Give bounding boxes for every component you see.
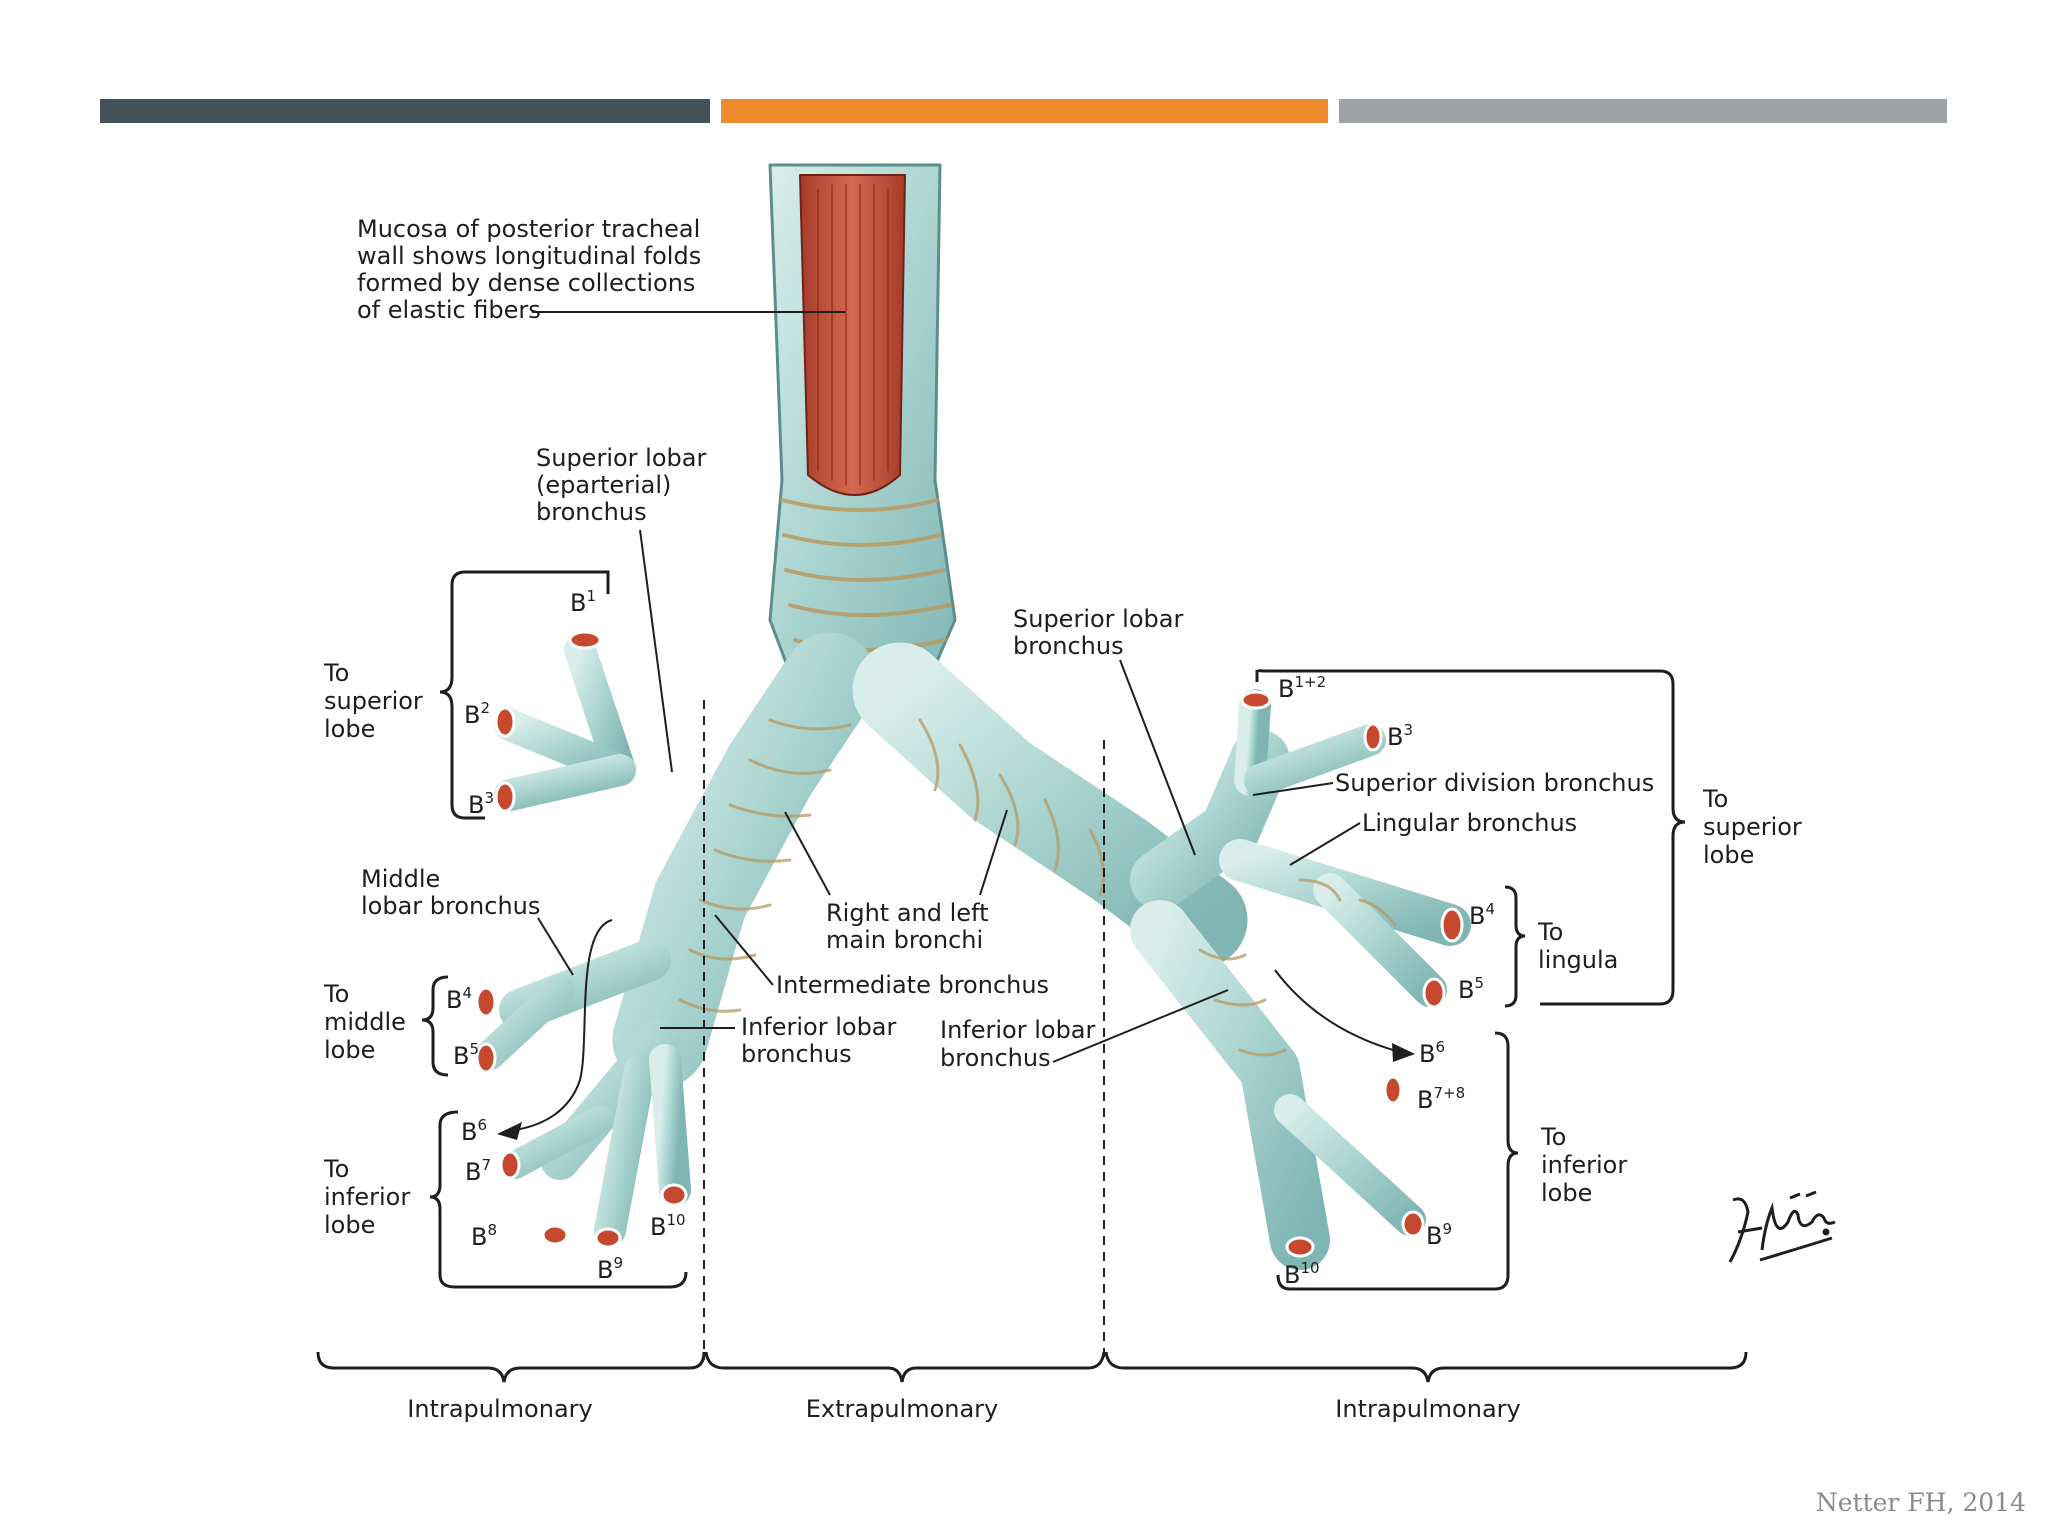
label-inferior-lobar-bronchus-left: Inferior lobar bronchus — [940, 1016, 1103, 1072]
segment-right-b9: B9 — [597, 1254, 623, 1284]
label-to-inferior-lobe-right: To inferior lobe — [323, 1155, 418, 1239]
header-bar-dark — [100, 99, 710, 123]
left-inferior-lobar-bronchus — [1130, 900, 1330, 1270]
segment-right-b3: B3 — [468, 789, 494, 819]
label-inferior-lobar-bronchus-right: Inferior lobar bronchus — [741, 1013, 904, 1068]
bracket-to-superior-lobe-left — [1255, 668, 1686, 1006]
brace-intrapulmonary-right — [316, 1351, 706, 1383]
segment-left-b4: B4 — [1469, 900, 1495, 930]
label-lingular-bronchus: Lingular bronchus — [1362, 809, 1577, 837]
labels: Mucosa of posterior tracheal wall shows … — [323, 215, 1809, 1423]
tracheal-mucosa — [799, 174, 906, 496]
label-mucosa: Mucosa of posterior tracheal wall shows … — [357, 215, 709, 324]
bracket-to-inferior-lobe-right — [429, 1110, 688, 1289]
label-right-left-main-bronchi: Right and left main bronchi — [826, 899, 996, 954]
region-label-extrapulmonary: Extrapulmonary — [806, 1395, 999, 1423]
bracket-to-middle-lobe — [421, 975, 449, 1077]
segment-right-b2: B2 — [464, 699, 490, 729]
segment-right-b10: B10 — [650, 1211, 686, 1241]
leader-lines — [514, 311, 1401, 1131]
segment-left-b9: B9 — [1426, 1220, 1452, 1250]
segment-left-b7-8: B7+8 — [1417, 1084, 1465, 1114]
segment-right-b5: B5 — [453, 1040, 479, 1070]
label-superior-lobar-bronchus-left: Superior lobar bronchus — [1013, 605, 1191, 660]
segment-left-b1-2: B1+2 — [1278, 673, 1326, 703]
label-to-inferior-lobe-left: To inferior lobe — [1540, 1123, 1635, 1207]
label-to-middle-lobe: To middle lobe — [323, 980, 414, 1064]
segment-right-b1: B1 — [570, 587, 596, 617]
region-label-intrapulmonary-right: Intrapulmonary — [407, 1395, 592, 1423]
region-dividers — [703, 700, 1105, 1360]
region-braces — [316, 1351, 1748, 1383]
segment-left-b5: B5 — [1458, 974, 1484, 1004]
label-superior-division-bronchus: Superior division bronchus — [1335, 769, 1654, 797]
label-to-superior-lobe-left: To superior lobe — [1702, 785, 1809, 869]
label-intermediate-bronchus: Intermediate bronchus — [776, 971, 1049, 999]
label-to-superior-lobe-right: To superior lobe — [323, 659, 430, 743]
right-main-bronchus — [612, 632, 878, 1088]
brace-intrapulmonary-left — [1104, 1351, 1748, 1383]
label-middle-lobar-bronchus: Middle lobar bronchus — [361, 865, 540, 920]
netter-signature — [1728, 1190, 1836, 1263]
arrowheads — [497, 1043, 1415, 1140]
brace-extrapulmonary — [704, 1351, 1106, 1383]
segment-left-b6: B6 — [1419, 1038, 1445, 1068]
bracket-to-inferior-lobe-left — [1276, 1031, 1519, 1291]
region-label-intrapulmonary-left: Intrapulmonary — [1335, 1395, 1520, 1423]
segment-left-b10: B10 — [1284, 1259, 1320, 1289]
source-credit: Netter FH, 2014 — [1815, 1488, 2026, 1517]
header-bar-gray — [1339, 99, 1947, 123]
bracket-to-superior-lobe-right — [439, 570, 610, 820]
bracket-to-lingula — [1504, 885, 1526, 1008]
airway-illustration — [475, 163, 1471, 1270]
label-to-lingula: To lingula — [1537, 918, 1618, 974]
segment-right-b7: B7 — [465, 1156, 491, 1186]
segment-right-b6: B6 — [461, 1116, 487, 1146]
label-superior-lobar-eparterial-bronchus: Superior lobar (eparterial) bronchus — [536, 444, 714, 526]
segment-right-b8: B8 — [471, 1221, 497, 1251]
segment-left-b3: B3 — [1387, 721, 1413, 751]
segment-right-b4: B4 — [446, 984, 472, 1014]
brackets — [421, 570, 1686, 1291]
header-bar-orange — [721, 99, 1328, 123]
